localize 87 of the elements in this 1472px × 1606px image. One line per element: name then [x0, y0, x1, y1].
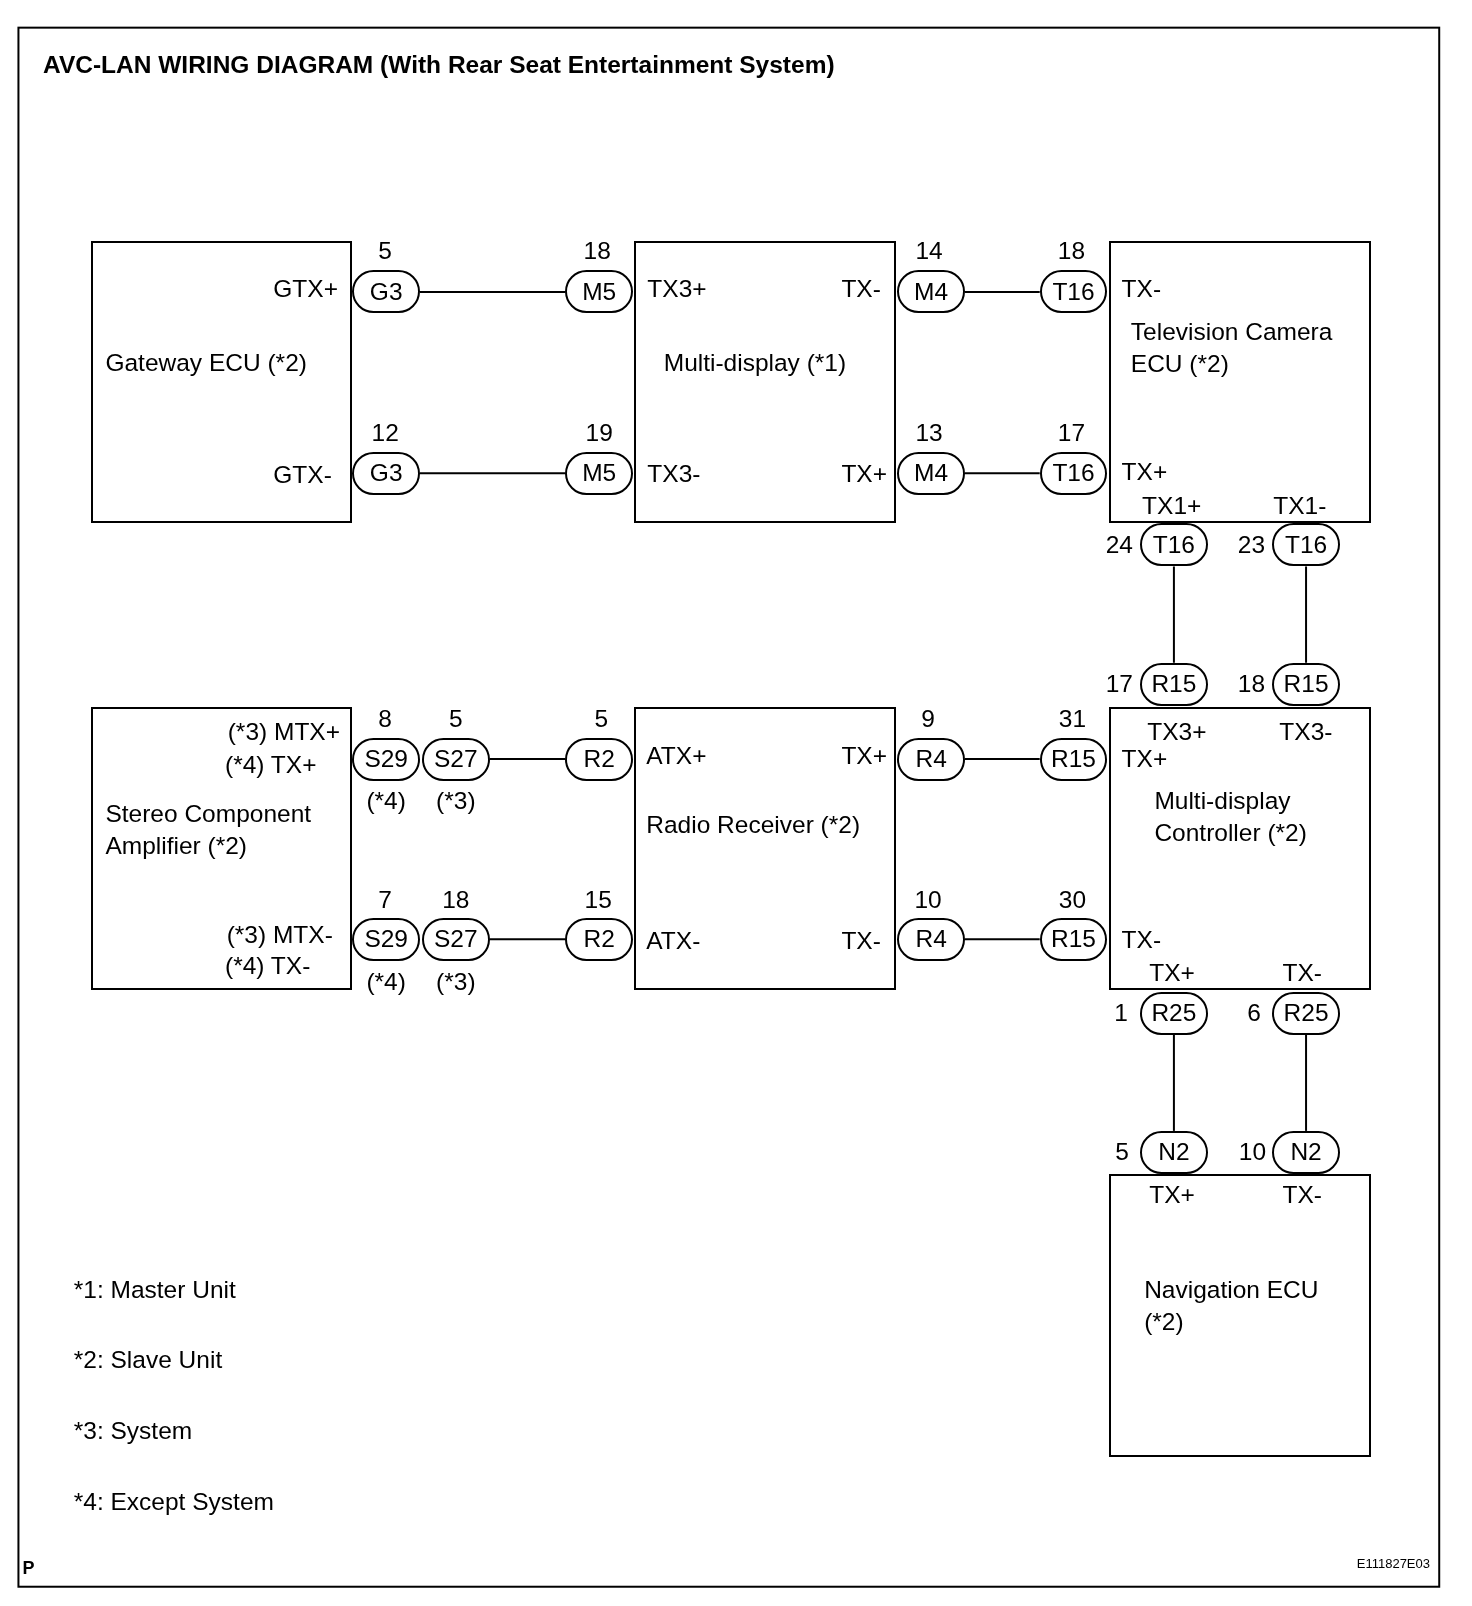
ecu-box [91, 706, 353, 990]
pin-number: 18 [583, 236, 611, 267]
pin-number: 18 [1237, 669, 1266, 700]
pin-number: 17 [1105, 669, 1133, 700]
pin-label: TX1+ [1142, 491, 1202, 522]
footnote: *4: Except System [73, 1486, 274, 1517]
pin-number: 30 [1058, 885, 1087, 916]
pin-label: GTX+ [273, 273, 338, 304]
figure-code: E111827E03 [1356, 1555, 1430, 1573]
pin-label: TX- [1121, 273, 1162, 304]
ecu-box [1109, 240, 1371, 524]
pin-number: 15 [584, 885, 612, 916]
pin-number: 10 [1238, 1137, 1267, 1168]
pin-number: 23 [1237, 530, 1266, 561]
pin-number: 13 [915, 418, 943, 449]
pin-number: 5 [594, 704, 609, 735]
pin-number: 5 [1115, 1137, 1129, 1168]
unit-name: Television Camera ECU (*2) [1130, 317, 1334, 380]
footnote: *1: Master Unit [73, 1274, 236, 1305]
unit-name: Multi-display Controller (*2) [1154, 786, 1308, 849]
ecu-box [634, 706, 897, 990]
unit-name: Multi-display (*1) [663, 347, 847, 378]
ecu-box [1109, 706, 1371, 990]
pin-number: 1 [1114, 998, 1128, 1029]
pin-number: 31 [1058, 704, 1087, 735]
pin-label: TX1- [1273, 491, 1327, 522]
pin-label: TX3- [647, 459, 701, 490]
wire [963, 758, 1041, 761]
unit-name: Stereo Component Amplifier (*2) [105, 798, 313, 861]
wire [419, 472, 567, 475]
ecu-box [91, 240, 353, 524]
wire [963, 290, 1041, 293]
ecu-box [634, 240, 897, 524]
footnote-mark: (*4) [366, 786, 406, 817]
unit-name: Navigation ECU (*2) [1144, 1275, 1320, 1337]
pin-label: TX+ [841, 459, 887, 490]
wire [1305, 565, 1308, 664]
pin-number: 12 [371, 418, 399, 449]
pin-number: 14 [915, 236, 943, 267]
pin-number: 18 [1057, 236, 1086, 267]
pin-number: 8 [378, 704, 392, 735]
pin-number: 5 [378, 236, 392, 267]
pin-label: TX- [1282, 1180, 1322, 1211]
pin-label: (*3) MTX+ [227, 717, 340, 748]
pin-number: 17 [1057, 418, 1086, 449]
pin-label: TX- [1121, 925, 1162, 956]
wire [1172, 1033, 1175, 1132]
pin-label: (*4) TX+ [225, 750, 317, 781]
footnote: *2: Slave Unit [73, 1345, 223, 1376]
pin-number: 6 [1247, 998, 1261, 1029]
footnote-mark: (*4) [366, 967, 406, 998]
footnote-mark: (*3) [436, 967, 476, 998]
wire [1172, 565, 1175, 664]
pin-label: (*4) TX- [225, 951, 311, 981]
wire [488, 758, 567, 761]
footnote: *3: System [73, 1416, 193, 1447]
wire [488, 938, 567, 941]
diagram-title: AVC-LAN WIRING DIAGRAM (With Rear Seat Entertainment System) [43, 49, 835, 80]
pin-number: 9 [921, 704, 935, 735]
pin-number: 7 [378, 885, 392, 916]
unit-name: Gateway ECU (*2) [105, 347, 307, 378]
pin-label: ATX- [646, 926, 701, 957]
pin-label: TX+ [1121, 457, 1168, 488]
pin-label: TX+ [841, 741, 887, 771]
pin-label: TX- [841, 926, 881, 957]
pin-label: TX- [1282, 958, 1322, 989]
pin-label: TX+ [1149, 1180, 1195, 1211]
pin-number: 19 [585, 418, 613, 449]
pin-label: GTX- [273, 460, 332, 491]
pin-label: TX- [841, 273, 881, 304]
pin-number: 10 [914, 885, 942, 916]
ecu-box [1109, 1173, 1371, 1457]
pin-label: ATX+ [646, 741, 707, 771]
pin-number: 18 [442, 885, 470, 916]
footnote-mark: (*3) [436, 786, 476, 817]
pin-label: TX+ [1149, 958, 1195, 989]
pin-number: 5 [449, 704, 463, 735]
pin-label: TX3+ [647, 273, 707, 304]
wire [1305, 1033, 1308, 1132]
pin-label: (*3) MTX- [226, 920, 333, 951]
wire [963, 472, 1041, 475]
unit-name: Radio Receiver (*2) [646, 809, 861, 840]
page-mark: P [22, 1557, 35, 1581]
wire [419, 290, 567, 293]
wire [963, 938, 1041, 941]
pin-label: TX3- [1279, 717, 1333, 748]
pin-number: 24 [1105, 530, 1133, 561]
